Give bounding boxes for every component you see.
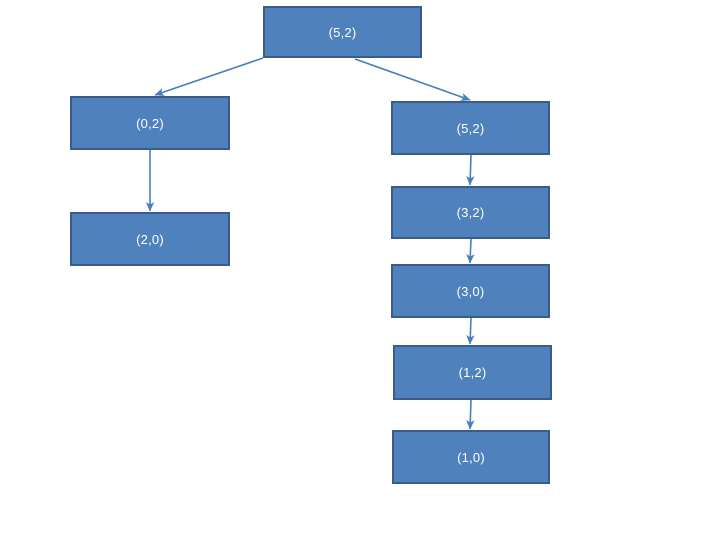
edge-r4-to-r5: [466, 399, 475, 430]
node-r4[interactable]: (1,2): [393, 345, 552, 400]
node-r3[interactable]: (3,0): [391, 264, 550, 318]
node-label: (5,2): [328, 24, 357, 40]
node-label: (0,2): [136, 115, 164, 131]
edge-root-to-l1: [154, 57, 264, 97]
edge-root-to-r1: [354, 58, 471, 101]
node-l2[interactable]: (2,0): [70, 212, 230, 266]
node-label: (1,0): [457, 449, 485, 465]
node-label: (2,0): [136, 231, 164, 247]
node-r5[interactable]: (1,0): [392, 430, 550, 484]
node-label: (3,0): [456, 283, 485, 299]
node-l1[interactable]: (0,2): [70, 96, 230, 150]
edge-r2-to-r3: [466, 238, 475, 264]
node-r2[interactable]: (3,2): [391, 186, 550, 239]
edge-r3-to-r4: [466, 317, 475, 345]
node-r1[interactable]: (5,2): [391, 101, 550, 155]
node-root[interactable]: (5,2): [263, 6, 422, 58]
edge-r1-to-r2: [466, 154, 475, 186]
node-label: (1,2): [458, 365, 487, 380]
node-label: (5,2): [456, 120, 485, 136]
node-label: (3,2): [456, 205, 485, 220]
